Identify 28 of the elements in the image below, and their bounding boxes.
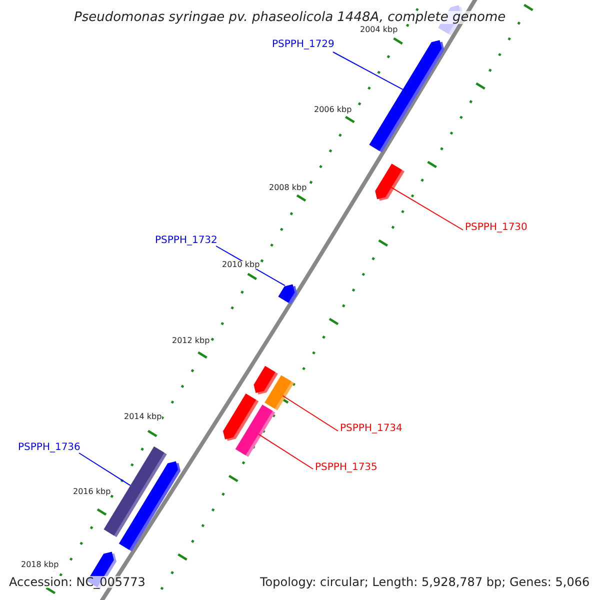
leader-line	[282, 395, 338, 432]
gene-feature	[375, 164, 405, 201]
scale-label: 2004 kbp	[360, 26, 398, 34]
scale-label: 2018 kbp	[21, 561, 59, 569]
gene-label: PSPPH_1736	[18, 443, 80, 453]
gene-feature	[369, 40, 444, 153]
gene-label: PSPPH_1734	[340, 424, 402, 434]
leader-line	[258, 434, 314, 470]
scale-label: 2014 kbp	[124, 413, 162, 421]
genome-info-text: Topology: circular; Length: 5,928,787 bp; Genes: 5,066	[260, 576, 590, 588]
gene-label: PSPPH_1730	[465, 223, 528, 233]
scale-label: 2012 kbp	[172, 337, 210, 345]
scale-label: 2006 kbp	[314, 106, 352, 114]
gene-feature	[278, 284, 298, 304]
scale-label: 2008 kbp	[269, 184, 307, 192]
leader-line	[332, 52, 404, 90]
leader-line	[390, 186, 464, 230]
gene-label: PSPPH_1735	[315, 463, 378, 473]
gene-feature	[118, 461, 181, 552]
gene-label: PSPPH_1732	[155, 236, 218, 246]
title: Pseudomonas syringae pv. phaseolicola 1448A, complete genome	[74, 11, 506, 24]
accession-text: Accession: NC_005773	[9, 576, 146, 588]
scale-label: 2016 kbp	[73, 488, 111, 496]
gene-feature	[264, 375, 294, 410]
gene-label: PSPPH_1729	[272, 40, 334, 50]
gene-feature	[235, 404, 276, 457]
leader-line	[78, 452, 131, 486]
scale-label: 2010 kbp	[222, 261, 260, 269]
